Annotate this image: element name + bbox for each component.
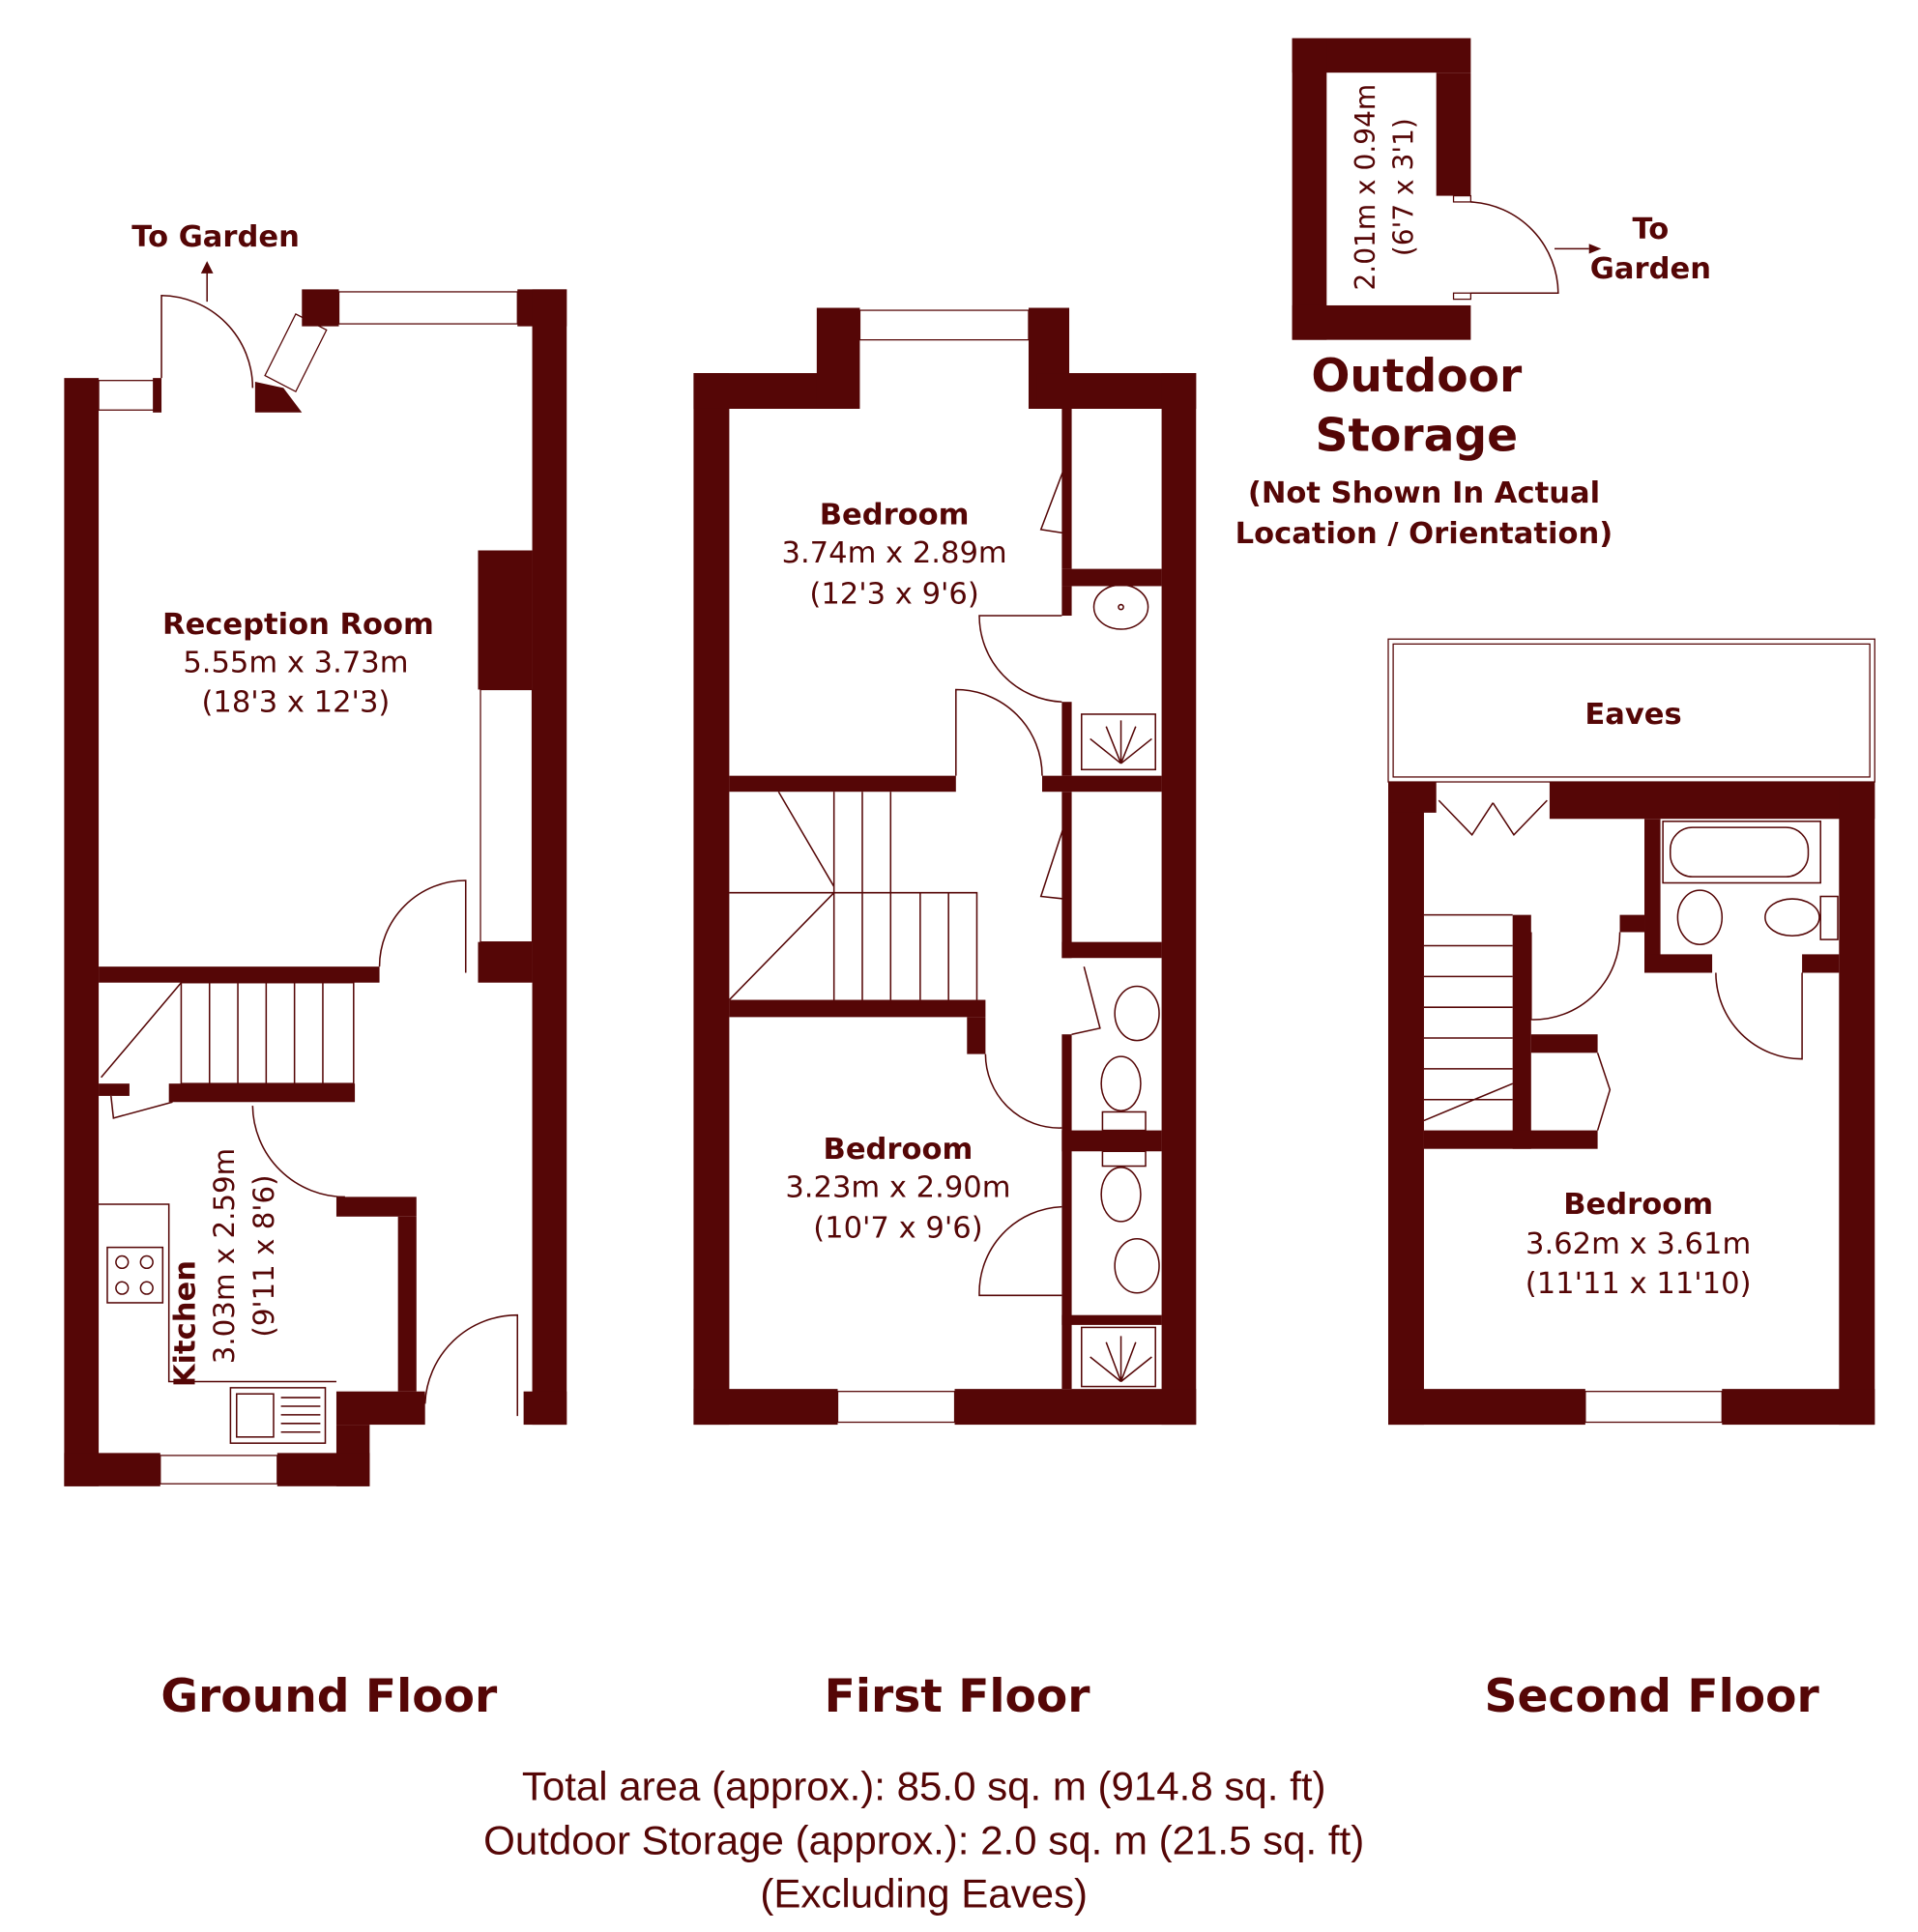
basin-icon <box>1092 584 1149 630</box>
room-name: Bedroom <box>824 1133 974 1167</box>
room-name: Bedroom <box>1563 1188 1713 1222</box>
bay-window <box>264 313 328 393</box>
worktop <box>99 1203 336 1383</box>
to-garden-label: To Garden <box>131 220 300 254</box>
storage-size-metric: 2.01m x 0.94m <box>1350 84 1381 291</box>
ground-floor-title: Ground Floor <box>160 1670 498 1723</box>
window <box>98 380 158 411</box>
room-size-imperial: (9'11 x 8'6) <box>247 1174 280 1337</box>
door-swing <box>378 879 467 973</box>
cupboard-doors <box>1039 467 1101 1035</box>
total-area: Total area (approx.): 85.0 sq. m (914.8 … <box>522 1764 1326 1809</box>
room-name: Kitchen <box>168 1260 202 1387</box>
window <box>858 309 1030 341</box>
ground-floor-plan: To Garden Reception Room 5.55m x 3.73m (… <box>64 220 567 1486</box>
room-name: Reception Room <box>162 608 434 642</box>
first-floor-plan: Bedroom 3.74m x 2.89m (12'3 x 9'6) Bedro… <box>693 307 1197 1426</box>
basin-icon <box>1114 985 1160 1042</box>
door-swing <box>1715 972 1803 1060</box>
door-swing <box>160 294 254 389</box>
toilet-icon <box>1100 1055 1147 1132</box>
room-size-metric: 3.23m x 2.90m <box>785 1170 1010 1204</box>
room-size-imperial: (10'7 x 9'6) <box>813 1211 982 1245</box>
toilet-icon <box>1100 1150 1147 1223</box>
cupboard-doors <box>1438 799 1548 837</box>
shower-icon <box>1081 713 1156 771</box>
room-size-imperial: (11'11 x 11'10) <box>1526 1267 1752 1301</box>
outdoor-storage-plan: 2.01m x 0.94m (6'7 x 3'1) To Garden Outd… <box>1235 38 1711 551</box>
storage-area: Outdoor Storage (approx.): 2.0 sq. m (21… <box>483 1818 1364 1863</box>
door-swing <box>978 615 1062 703</box>
storage-title: Storage <box>1316 409 1519 462</box>
window <box>160 1455 278 1485</box>
toilet-icon <box>1764 895 1839 940</box>
door-swing <box>251 1106 345 1198</box>
window <box>337 291 518 325</box>
room-size-metric: 5.55m x 3.73m <box>183 647 408 680</box>
to-garden-label: To <box>1632 213 1669 246</box>
cupboard-door <box>1596 1053 1612 1131</box>
door-swing <box>955 688 1043 776</box>
first-floor-title: First Floor <box>825 1670 1091 1723</box>
storage-note: (Not Shown In Actual <box>1248 476 1600 510</box>
staircase <box>1423 913 1513 1122</box>
excluding-note: (Excluding Eaves) <box>760 1871 1088 1917</box>
staircase <box>101 981 355 1084</box>
door-swing <box>984 1053 1062 1129</box>
room-size-metric: 3.62m x 3.61m <box>1526 1227 1751 1261</box>
storage-title: Outdoor <box>1311 350 1523 403</box>
door-swing <box>1530 932 1621 1021</box>
room-size-metric: 3.03m x 2.59m <box>208 1148 241 1365</box>
second-floor-plan: Eaves Bedroom 3.62m x 3.61m (11'11 x 11'… <box>1387 638 1875 1426</box>
to-garden-label: Garden <box>1590 252 1711 286</box>
hob-icon <box>106 1246 164 1304</box>
door-swing <box>978 1205 1062 1297</box>
window <box>836 1391 956 1424</box>
bath-icon <box>1662 821 1821 884</box>
staircase <box>728 791 978 1001</box>
eaves-label: Eaves <box>1584 698 1681 732</box>
room-size-imperial: (18'3 x 12'3) <box>201 685 390 719</box>
storage-size-imperial: (6'7 x 3'1) <box>1387 118 1419 256</box>
basin-icon <box>1114 1237 1160 1294</box>
arrow-right-icon <box>1588 244 1602 254</box>
front-door-swing <box>423 1313 519 1417</box>
room-size-imperial: (12'3 x 9'6) <box>809 577 978 611</box>
window <box>1584 1391 1723 1424</box>
second-floor-title: Second Floor <box>1485 1670 1820 1723</box>
basin-icon <box>1676 889 1724 945</box>
room-name: Bedroom <box>820 499 970 533</box>
sink-icon <box>229 1387 327 1444</box>
door-swing <box>1470 201 1559 294</box>
room-size-metric: 3.74m x 2.89m <box>782 536 1007 570</box>
storage-note: Location / Orientation) <box>1235 517 1613 551</box>
shower-icon <box>1081 1326 1156 1388</box>
